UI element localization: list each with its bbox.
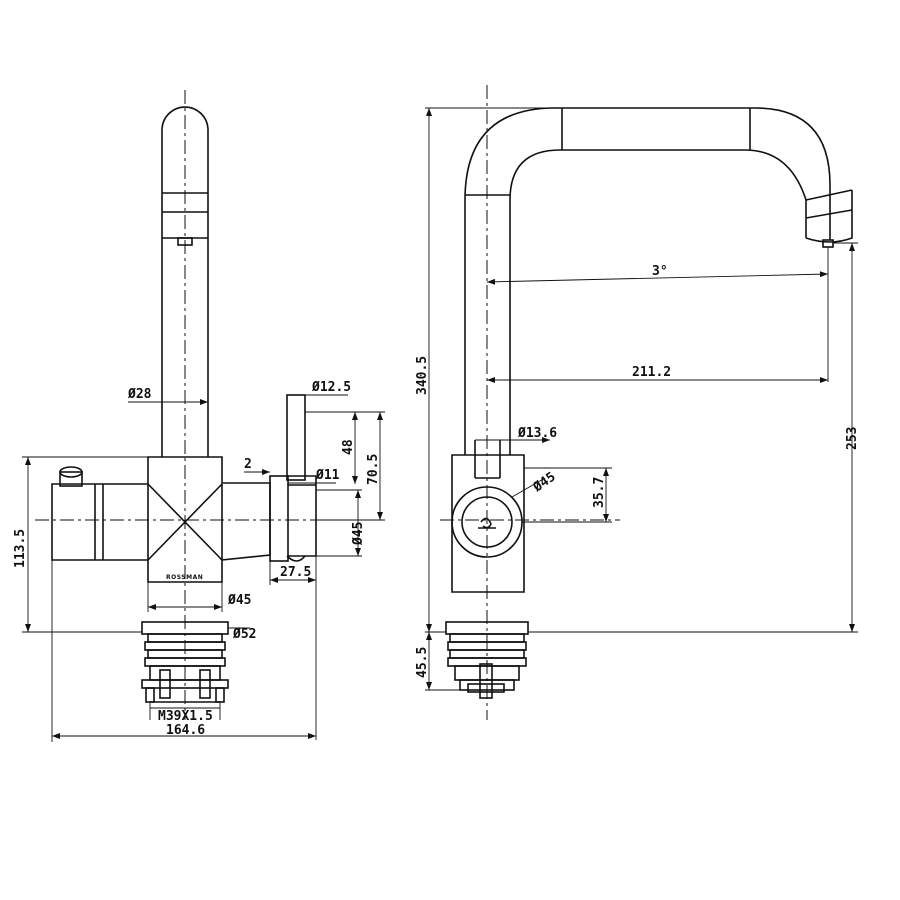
lever-housing [269,475,289,562]
dim-flange-dia: Ø52 [232,627,256,642]
dim-gap: 2 [244,457,252,472]
dim-knob-dia: Ø45 [530,470,559,496]
spout-tube [161,106,209,457]
dim-handle-len: 48 [341,439,356,455]
dim-offset: 27.5 [280,565,311,580]
dim-thread: M39X1.5 [158,709,213,724]
logo-text: ROSSMAN [166,574,203,581]
dim-outlet-dia: Ø11 [315,468,340,483]
dim-handle-dia: Ø12.5 [311,380,351,395]
dim-total-height: 340.5 [415,356,430,395]
dim-base-dia: Ø45 [227,593,251,608]
side-view: 340.5 3° 211.2 253 Ø13.6 Ø45 35.7 45.5 [415,85,860,720]
dim-reach: 211.2 [632,365,671,380]
dim-angle: 3° [652,264,668,279]
knob [59,471,83,487]
dim-inlet-dia: Ø13.6 [517,426,557,441]
dim-spout-dia: Ø28 [127,387,152,402]
dim-body-height: 113.5 [13,529,28,568]
dim-knob-height: 35.7 [592,477,607,508]
dim-body-dia-side: Ø45 [351,522,366,546]
dim-base-height: 45.5 [415,647,430,678]
dim-width: 164.6 [166,723,205,738]
lever-handle [286,394,306,481]
dim-lever-height: 70.5 [366,454,381,485]
front-view: ROSSMAN Ø28 Ø12.5 48 [13,90,385,742]
dim-spout-height: 253 [845,427,860,450]
